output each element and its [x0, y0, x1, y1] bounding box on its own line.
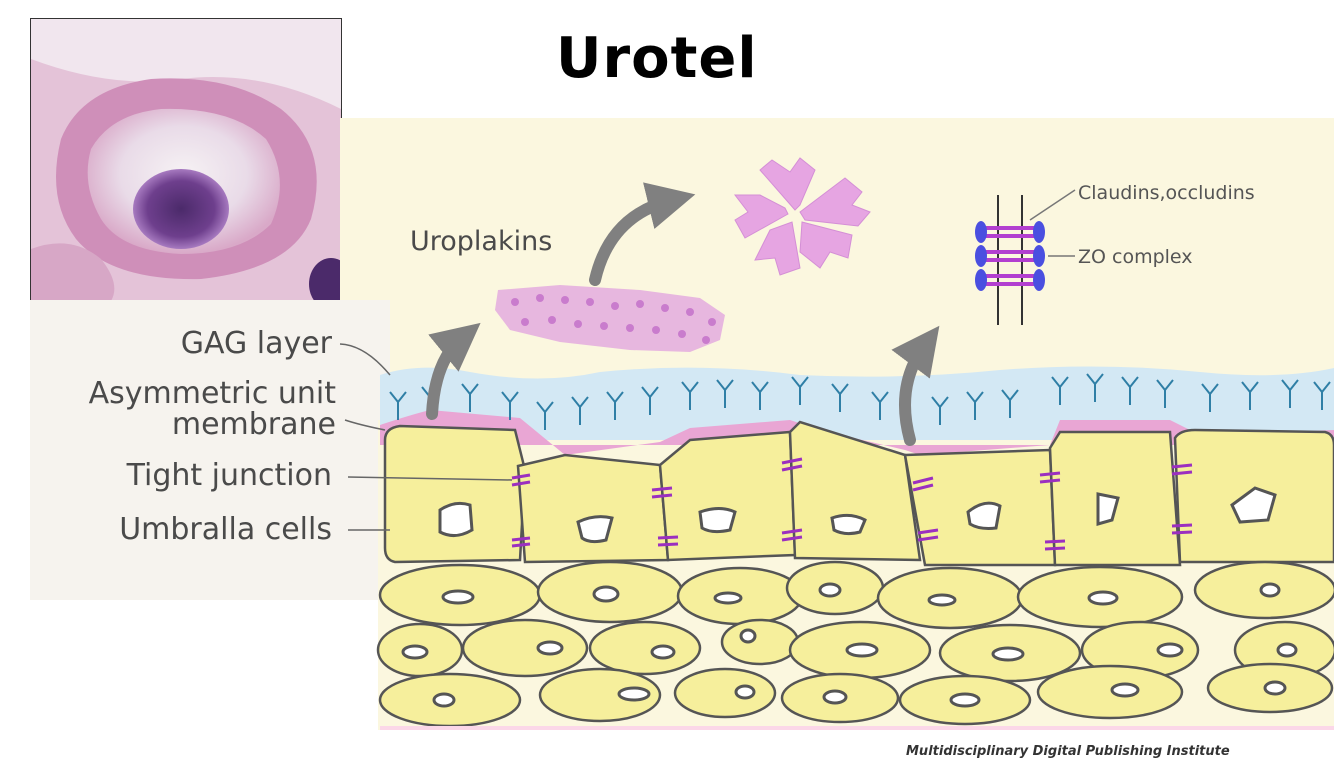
- label-uroplakins: Uroplakins: [410, 226, 553, 257]
- label-claudins: Claudins,occludins: [1078, 182, 1255, 204]
- gag-chains: [389, 373, 1331, 430]
- umbrella-nuclei: [438, 486, 1277, 544]
- leader-lines: [339, 343, 513, 531]
- label-gag-layer: GAG layer: [180, 326, 332, 361]
- arrow-icon: [891, 325, 940, 446]
- label-tight-junction: Tight junction: [126, 458, 332, 493]
- micrograph-image: [30, 18, 342, 302]
- label-asymmetric-unit-line2: membrane: [171, 407, 336, 442]
- label-zo-complex: ZO complex: [1078, 246, 1193, 268]
- tight-junctions: [511, 457, 1193, 551]
- intermediate-nuclei: [401, 582, 1298, 708]
- tight-junction-detail: [975, 189, 1076, 325]
- uroplakin-dots: [511, 294, 716, 344]
- page-title: Urotel: [556, 26, 758, 91]
- source-credit: Multidisciplinary Digital Publishing Ins…: [906, 744, 1230, 759]
- micrograph-drawing: [31, 19, 341, 301]
- umbrella-cell: [658, 430, 797, 562]
- umbrella-cell: [516, 453, 670, 564]
- arrows: [426, 182, 940, 446]
- background-panel: [340, 118, 1334, 418]
- umbrella-cell: [383, 424, 527, 564]
- uroplakin-plaques: [495, 285, 725, 352]
- label-umbrella-cells: Umbralla cells: [119, 512, 332, 547]
- uroplakin-rosette: [733, 157, 871, 276]
- arrow-icon: [589, 182, 696, 286]
- arrow-icon: [426, 322, 481, 420]
- label-panel: [30, 300, 390, 600]
- label-asymmetric-unit-line1: Asymmetric unit: [88, 376, 336, 411]
